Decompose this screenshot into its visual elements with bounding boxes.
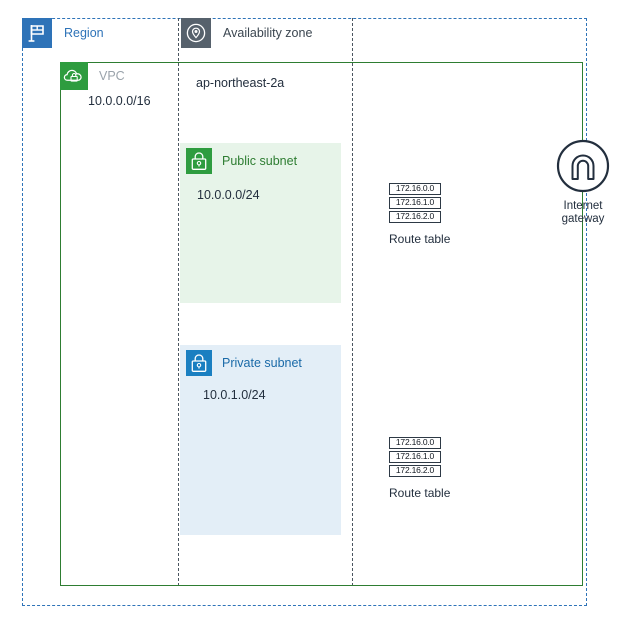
internet-gateway-icon [555, 138, 611, 194]
route-table-caption: Route table [389, 232, 451, 246]
route-table-row: 172.16.1.0 [389, 451, 441, 463]
vpc-boundary [60, 62, 583, 586]
public-subnet-header: Public subnet [186, 148, 297, 174]
route-table-private: 172.16.0.0 172.16.1.0 172.16.2.0 Route t… [389, 437, 450, 500]
availability-zone-label: Availability zone [223, 26, 313, 40]
availability-zone-name: ap-northeast-2a [196, 76, 285, 90]
internet-gateway-caption-line2: gateway [561, 213, 605, 225]
route-table-row: 172.16.0.0 [389, 437, 441, 449]
availability-zone-header: Availability zone [181, 18, 312, 48]
private-subnet-cidr: 10.0.1.0/24 [203, 388, 266, 402]
availability-zone-divider-right [352, 18, 353, 586]
route-table-public: 172.16.0.0 172.16.1.0 172.16.2.0 Route t… [389, 183, 450, 246]
vpc-cloud-lock-icon [60, 62, 88, 90]
internet-gateway: Internet gateway [555, 138, 611, 226]
route-table-row: 172.16.2.0 [389, 465, 441, 477]
route-table-row: 172.16.0.0 [389, 183, 441, 195]
vpc-label: VPC [99, 69, 125, 83]
availability-zone-pin-icon [181, 18, 211, 48]
availability-zone-divider-left [178, 18, 179, 586]
public-subnet-label: Public subnet [222, 154, 298, 168]
public-subnet-cidr: 10.0.0.0/24 [197, 188, 260, 202]
private-subnet-label: Private subnet [222, 356, 302, 370]
private-subnet-region [180, 345, 341, 535]
internet-gateway-connector-line [582, 62, 583, 140]
subnet-lock-icon [186, 350, 212, 376]
vpc-cidr: 10.0.0.0/16 [88, 94, 151, 108]
route-table-row: 172.16.2.0 [389, 211, 441, 223]
vpc-header: VPC [60, 62, 125, 90]
route-table-caption: Route table [389, 486, 451, 500]
region-header: Region [22, 18, 104, 48]
subnet-lock-icon [186, 148, 212, 174]
region-flag-icon [22, 18, 52, 48]
private-subnet-header: Private subnet [186, 350, 302, 376]
internet-gateway-caption-line1: Internet [563, 200, 603, 212]
route-table-row: 172.16.1.0 [389, 197, 441, 209]
region-label: Region [64, 26, 104, 40]
region-boundary [22, 18, 587, 606]
